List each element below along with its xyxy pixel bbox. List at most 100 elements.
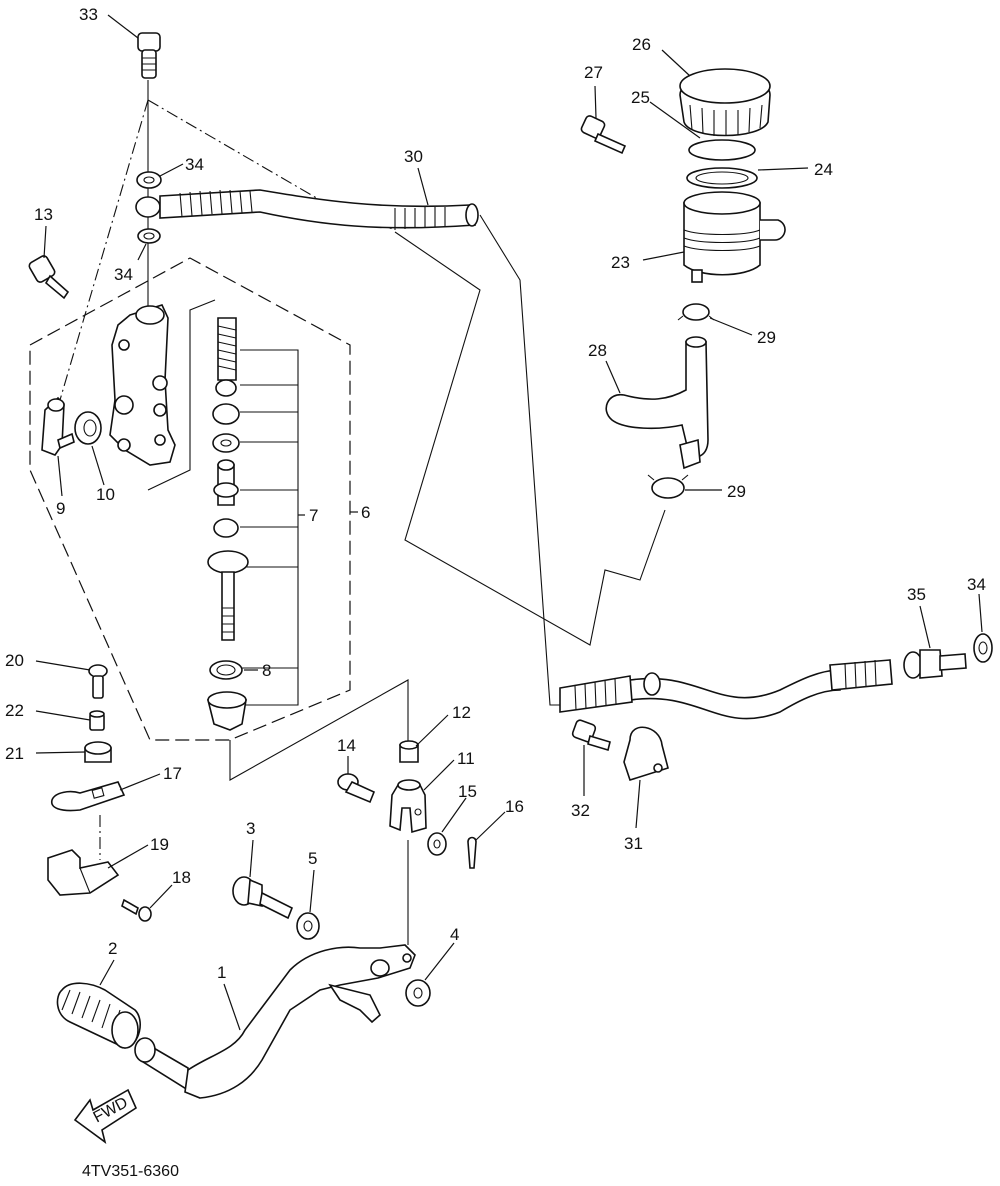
pedal-rubber-2 xyxy=(56,982,141,1049)
leader-23 xyxy=(642,251,685,261)
collar-22 xyxy=(89,710,105,731)
callout-6: 6 xyxy=(361,503,370,522)
leader-27 xyxy=(594,85,597,119)
leader-15 xyxy=(441,797,467,833)
assembly-6-outline xyxy=(29,257,351,741)
callout-1: 1 xyxy=(217,963,226,982)
callout-23: 23 xyxy=(611,253,630,272)
callout-20: 20 xyxy=(5,651,24,670)
leader-1 xyxy=(223,983,241,1031)
bracket-19 xyxy=(47,849,120,896)
callout-30: 30 xyxy=(404,147,423,166)
reservoir-hose-28 xyxy=(605,336,709,470)
callout-35: 35 xyxy=(907,585,926,604)
callout-12: 12 xyxy=(452,703,471,722)
washer-34-right xyxy=(973,633,993,663)
washer-5 xyxy=(296,912,320,940)
washer-15 xyxy=(427,832,447,856)
leader-4 xyxy=(424,942,455,981)
callout-27: 27 xyxy=(584,63,603,82)
callout-25: 25 xyxy=(631,88,650,107)
callout-19: 19 xyxy=(150,835,169,854)
assembly-7-bracket xyxy=(240,349,299,706)
pin-14 xyxy=(337,773,376,804)
leader-35 xyxy=(919,605,931,649)
leader-20 xyxy=(35,660,91,671)
pivot-bolt-3 xyxy=(232,876,294,920)
leader-22 xyxy=(35,710,91,721)
brake-hose-30 xyxy=(135,189,479,230)
leader-33 xyxy=(107,14,139,39)
callout-34-top: 34 xyxy=(185,155,204,174)
master-cylinder-body xyxy=(109,304,176,466)
leader-12 xyxy=(415,714,449,747)
leader-21 xyxy=(35,751,86,754)
washer-4 xyxy=(405,979,431,1007)
cap-10 xyxy=(74,411,102,445)
callout-14: 14 xyxy=(337,736,356,755)
fwd-arrow-icon: FWD xyxy=(73,1088,138,1144)
screw-18 xyxy=(121,898,152,922)
callout-34-right: 34 xyxy=(967,575,986,594)
callout-18: 18 xyxy=(172,868,191,887)
leader-10 xyxy=(91,445,105,486)
callout-8: 8 xyxy=(262,661,271,680)
ref-line-30-hose2 xyxy=(479,214,565,706)
leader-9 xyxy=(57,455,63,497)
leader-3 xyxy=(249,839,254,878)
callout-17: 17 xyxy=(163,764,182,783)
leader-30 xyxy=(417,167,429,206)
leader-34c xyxy=(978,593,983,633)
leader-13 xyxy=(43,225,47,259)
reservoir-body-23 xyxy=(683,191,786,283)
callout-10: 10 xyxy=(96,485,115,504)
bleed-screw-9 xyxy=(41,396,75,456)
diaphragm-25 xyxy=(688,139,756,161)
leader-28 xyxy=(605,360,621,394)
callout-11: 11 xyxy=(457,749,475,768)
leader-19 xyxy=(107,844,149,869)
leader-29a xyxy=(709,317,753,336)
leader-16 xyxy=(475,811,506,841)
ref-line-33-9 xyxy=(59,99,149,401)
callout-3: 3 xyxy=(246,819,255,838)
leader-26 xyxy=(661,49,691,77)
callout-32: 32 xyxy=(571,801,590,820)
union-bolt-33 xyxy=(137,32,161,79)
bolt-13 xyxy=(28,255,70,300)
leader-34b xyxy=(137,243,147,261)
clamp-29-lower xyxy=(647,474,689,499)
bolt-20 xyxy=(88,664,108,699)
leader-25 xyxy=(649,101,701,139)
assembly-6-bracket xyxy=(147,299,216,491)
bracket-17 xyxy=(51,781,126,812)
callout-2: 2 xyxy=(108,939,117,958)
callout-7: 7 xyxy=(309,506,318,525)
callout-21: 21 xyxy=(5,744,24,763)
callout-22: 22 xyxy=(5,701,24,720)
circlip-8 xyxy=(209,660,243,680)
nut-12 xyxy=(399,740,419,763)
boot-6 xyxy=(206,691,247,731)
union-bolt-35 xyxy=(903,649,967,679)
callout-13: 13 xyxy=(34,205,53,224)
grommet-21 xyxy=(84,741,112,763)
callout-33: 33 xyxy=(79,5,98,24)
callout-15: 15 xyxy=(458,782,477,801)
callout-4: 4 xyxy=(450,925,459,944)
hose-clamp-31 xyxy=(623,726,669,781)
callout-28: 28 xyxy=(588,341,607,360)
reservoir-cap-26 xyxy=(679,68,771,137)
leader-5 xyxy=(309,869,315,913)
leader-18 xyxy=(149,884,173,909)
leader-24 xyxy=(757,167,809,171)
brake-pedal-1 xyxy=(134,944,416,1099)
clamp-29-upper xyxy=(677,303,715,321)
callout-16: 16 xyxy=(505,797,524,816)
callout-31: 31 xyxy=(624,834,643,853)
callout-5: 5 xyxy=(308,849,317,868)
washer-34-bottom xyxy=(137,228,161,244)
piston-parts-7 xyxy=(207,379,249,641)
leader-2 xyxy=(99,959,115,986)
